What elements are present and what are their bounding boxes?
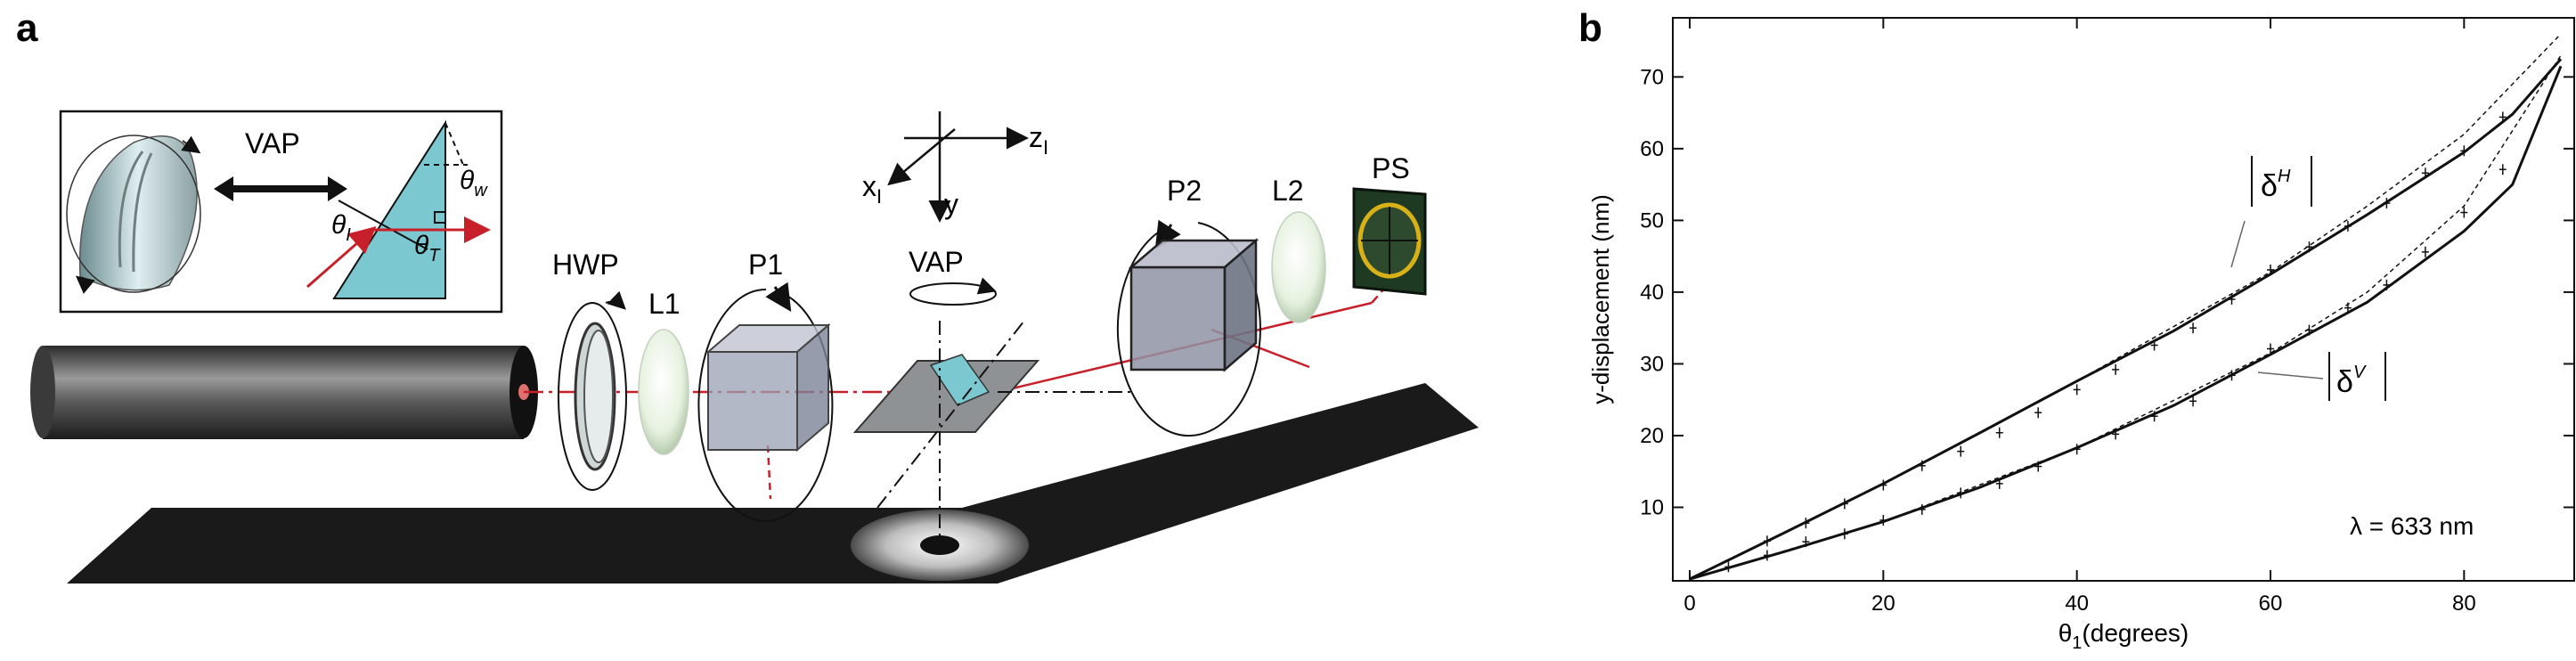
l2-label: L2: [1272, 175, 1304, 207]
vap-inset: [59, 110, 503, 314]
delta-v-label: δV: [2257, 352, 2386, 401]
laser: [30, 346, 538, 439]
lens-l2: [1271, 211, 1326, 323]
y-axis-label: y-displacement (nm): [1587, 194, 1614, 404]
theta-w-label: θw: [460, 166, 488, 200]
theta-t-label: θT: [414, 231, 441, 265]
panel-a-label: a: [16, 6, 38, 50]
series-line: [1689, 65, 2563, 581]
wavelength-annotation: λ = 633 nm: [2350, 512, 2474, 540]
plot-frame: [1672, 17, 2575, 582]
x-tick-label: 60: [2259, 592, 2283, 616]
vap-label: VAP: [909, 246, 964, 278]
axis-x-label: xI: [862, 170, 882, 208]
panel-b-label: b: [1578, 6, 1602, 50]
theta-i-label: θI: [331, 210, 351, 245]
ps-label: PS: [1372, 152, 1410, 184]
x-tick-label: 80: [2452, 592, 2476, 616]
series-line: [1689, 33, 2562, 580]
series-line: [1689, 54, 2562, 580]
l1-label: L1: [648, 288, 681, 320]
y-tick-label: 70: [1640, 65, 1664, 89]
polarizer-p2: [1116, 219, 1261, 437]
y-tick-label: 50: [1640, 208, 1664, 233]
x-axis-label: θ1(degrees): [2058, 619, 2189, 653]
series-line: [1689, 58, 2563, 581]
optical-table: [67, 383, 1479, 583]
x-tick-label: 40: [2065, 592, 2089, 616]
svg-text:δH: δH: [2261, 167, 2291, 203]
x-tick-label: 0: [1683, 592, 1695, 616]
y-tick-label: 40: [1640, 281, 1664, 305]
vap-stage: [852, 277, 1131, 543]
axis-z-label: zI: [1029, 121, 1048, 159]
ticks: 0 20 40 60 80 10 20 30 40 50 60 70: [1640, 18, 2574, 616]
markers-group: [1724, 111, 2507, 573]
svg-text:δV: δV: [2336, 363, 2367, 399]
coordinate-axes: [887, 111, 1029, 223]
polarizer-p1: [697, 282, 834, 522]
delta-h-label: δH: [2230, 156, 2312, 268]
series-group: [1689, 33, 2563, 581]
y-tick-label: 20: [1640, 424, 1664, 448]
lens-l1: [638, 329, 689, 455]
x-tick-label: 20: [1871, 592, 1895, 616]
position-sensor: [1352, 187, 1427, 296]
p1-label: P1: [748, 249, 783, 281]
y-tick-label: 10: [1640, 495, 1664, 519]
hwp: [558, 290, 627, 491]
table-hole: [920, 535, 959, 555]
y-tick-label: 60: [1640, 137, 1664, 161]
y-tick-label: 30: [1640, 352, 1664, 376]
axis-y-label: y: [944, 188, 958, 220]
inset-title: VAP: [245, 127, 300, 159]
p2-label: P2: [1167, 175, 1202, 207]
chart: 0 20 40 60 80 10 20 30 40 50 60 70: [1640, 17, 2575, 616]
hwp-label: HWP: [552, 249, 619, 281]
